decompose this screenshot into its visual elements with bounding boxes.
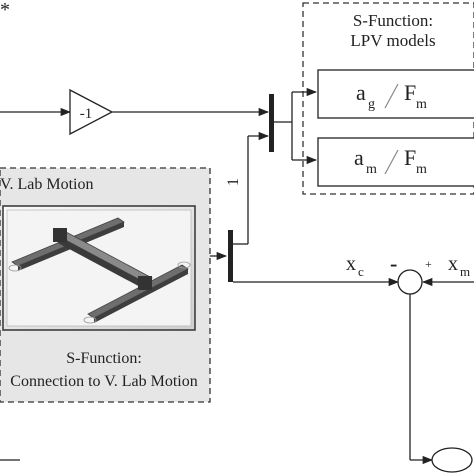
sum-block[interactable] (397, 269, 423, 295)
gain-block[interactable] (69, 88, 114, 136)
mux-wire-label: 1 (225, 178, 242, 186)
sum-minus-sign: - (390, 251, 397, 276)
block-ag-over-fm[interactable] (317, 69, 474, 119)
lpv-title-line2: LPV models (350, 31, 435, 50)
output-block[interactable] (431, 447, 473, 473)
block-am-label: a m F m (354, 145, 427, 177)
am-den: F (404, 145, 416, 170)
lpv-group-box (302, 2, 474, 195)
am-base: a (354, 145, 364, 170)
lpv-title-line1: S-Function: (353, 11, 433, 30)
vlab-caption-line1: S-Function: (66, 350, 142, 367)
xc-label: x c (346, 253, 364, 279)
upper-mux-bar[interactable] (269, 94, 274, 152)
am-sub: m (366, 162, 377, 177)
xm-base: x (448, 253, 458, 275)
ag-den-sub: m (416, 97, 427, 112)
xc-base: x (346, 253, 356, 275)
vlab-title: V. Lab Motion (0, 176, 93, 193)
am-den-sub: m (416, 162, 427, 177)
ag-sub: g (368, 97, 375, 112)
vlab-motion-image[interactable] (2, 205, 196, 331)
ag-den: F (404, 80, 416, 105)
gain-label: -1 (80, 106, 93, 122)
corner-mark: * (0, 0, 10, 21)
block-ag-label: a g F m (356, 80, 427, 112)
block-am-over-fm[interactable] (317, 137, 474, 187)
sum-plus-sign: + (425, 257, 432, 271)
xm-sub: m (460, 264, 470, 279)
xc-sub: c (358, 264, 364, 279)
lower-mux-bar[interactable] (228, 230, 233, 282)
ag-base: a (356, 80, 366, 105)
xm-label: x m (448, 253, 470, 279)
vlab-caption-line2: Connection to V. Lab Motion (10, 373, 197, 390)
